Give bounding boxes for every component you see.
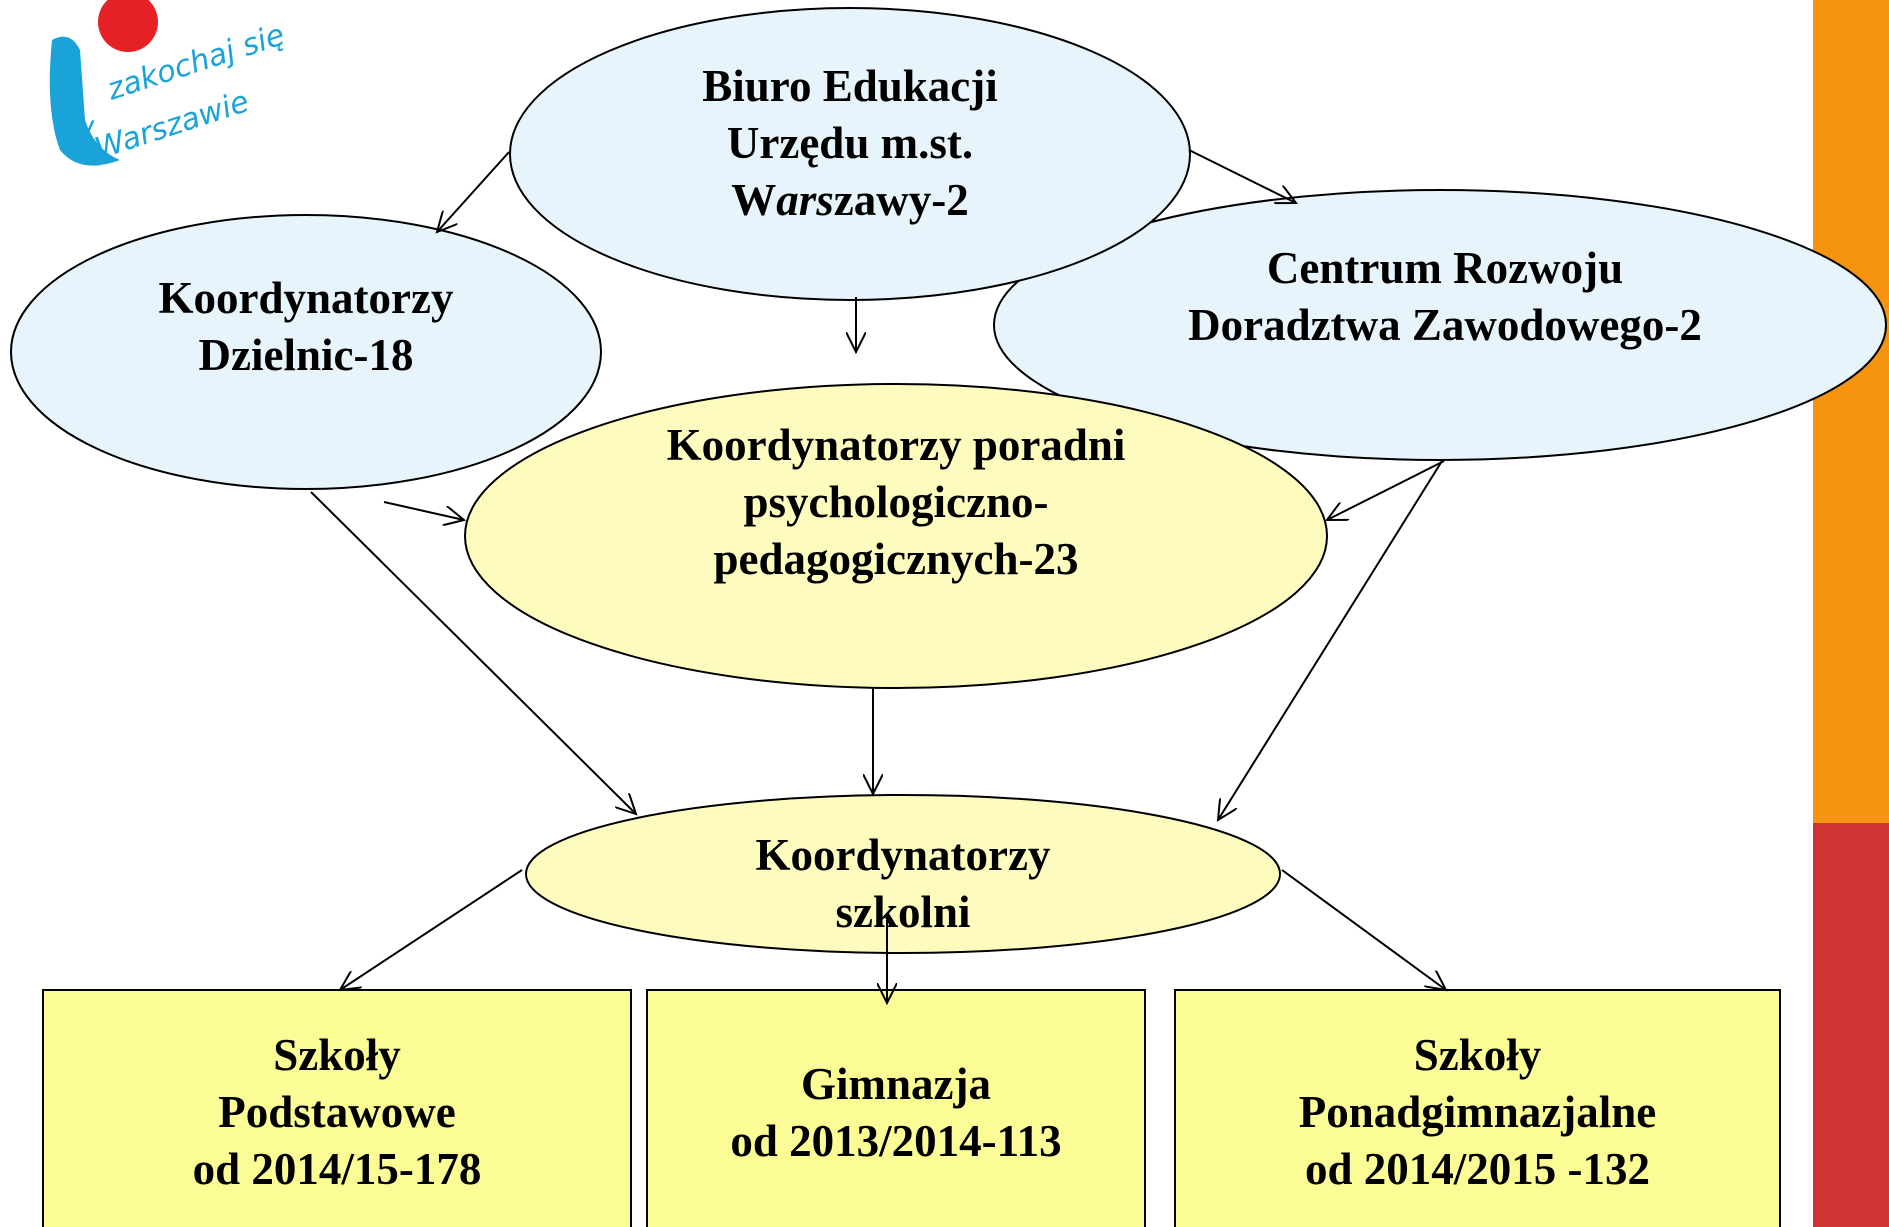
poradnie-line-3: pedagogicznych-23 <box>713 534 1079 584</box>
arrow-szkolni-ponadgimnazjalne <box>1281 869 1446 990</box>
arrow-szkolni-podstawowe <box>340 869 523 990</box>
poradnie-line-1: Koordynatorzy poradni <box>666 420 1126 470</box>
node-szkolni-shape <box>525 794 1281 954</box>
podstawowe-line-1: Szkoły <box>273 1030 401 1080</box>
gimnazja-line-1: Gimnazja <box>801 1058 991 1109</box>
dzielnice-line-2: Dzielnic-18 <box>198 330 414 380</box>
arrow-centrum-szkolni <box>1218 460 1443 820</box>
node-podstawowe-shape <box>42 989 632 1227</box>
ponadgimnazjalne-line-3: od 2014/2015 -132 <box>1304 1144 1650 1194</box>
node-biuro-shape <box>509 7 1191 301</box>
node-dzielnice-shape <box>10 214 602 490</box>
arrow-dzielnice-poradnie <box>383 501 464 520</box>
biuro-line-3: Warszawy-2 <box>731 175 969 225</box>
arrow-dzielnice-szkolni <box>310 491 636 814</box>
node-ponadgimnazjalne-shape <box>1174 989 1781 1227</box>
side-bar-red <box>1813 823 1889 1227</box>
arrow-centrum-poradnie <box>1327 460 1445 520</box>
warszawa-logo-graphic <box>49 0 158 166</box>
biuro-line-1: Biuro Edukacji <box>702 61 998 111</box>
node-centrum-shape <box>993 189 1887 461</box>
ponadgimnazjalne-line-2: Ponadgimnazjalne <box>1298 1087 1657 1137</box>
side-bar-orange <box>1813 0 1889 823</box>
node-ponadgimnazjalne-label: Szkoły Ponadgimnazjalne od 2014/2015 -13… <box>1175 1027 1780 1198</box>
node-gimnazja-label: Gimnazja od 2013/2014-113 <box>647 1027 1145 1198</box>
szkolni-line-1: Koordynatorzy <box>755 830 1051 880</box>
arrow-biuro-dzielnice <box>437 151 510 232</box>
podstawowe-line-3: od 2014/15-178 <box>192 1144 482 1194</box>
node-biuro-label: Biuro Edukacji Urzędu m.st. Warszawy-2 <box>580 58 1120 229</box>
poradnie-line-2: psychologiczno- <box>743 477 1049 527</box>
centrum-line-1: Centrum Rozwoju <box>1266 243 1624 293</box>
szkolni-line-2: szkolni <box>835 887 971 937</box>
node-poradnie-shape <box>464 383 1328 689</box>
node-podstawowe-label: Szkoły Podstawowe od 2014/15-178 <box>43 1027 631 1198</box>
centrum-line-2: Doradztwa Zawodowego-2 <box>1188 300 1702 350</box>
node-poradnie-label: Koordynatorzy poradni psychologiczno- pe… <box>600 417 1192 588</box>
node-dzielnice-label: Koordynatorzy Dzielnic-18 <box>80 270 532 384</box>
logo-text-w: w <box>70 110 95 145</box>
dzielnice-line-1: Koordynatorzy <box>158 273 454 323</box>
ponadgimnazjalne-line-1: Szkoły <box>1413 1030 1542 1080</box>
node-szkolni-label: Koordynatorzy szkolni <box>683 827 1123 941</box>
gimnazja-line-2: od 2013/2014-113 <box>730 1115 1062 1166</box>
node-centrum-label: Centrum Rozwoju Doradztwa Zawodowego-2 <box>1100 240 1790 354</box>
podstawowe-line-2: Podstawowe <box>218 1087 456 1137</box>
arrow-biuro-centrum <box>1188 149 1296 203</box>
biuro-line-2: Urzędu m.st. <box>726 118 974 168</box>
